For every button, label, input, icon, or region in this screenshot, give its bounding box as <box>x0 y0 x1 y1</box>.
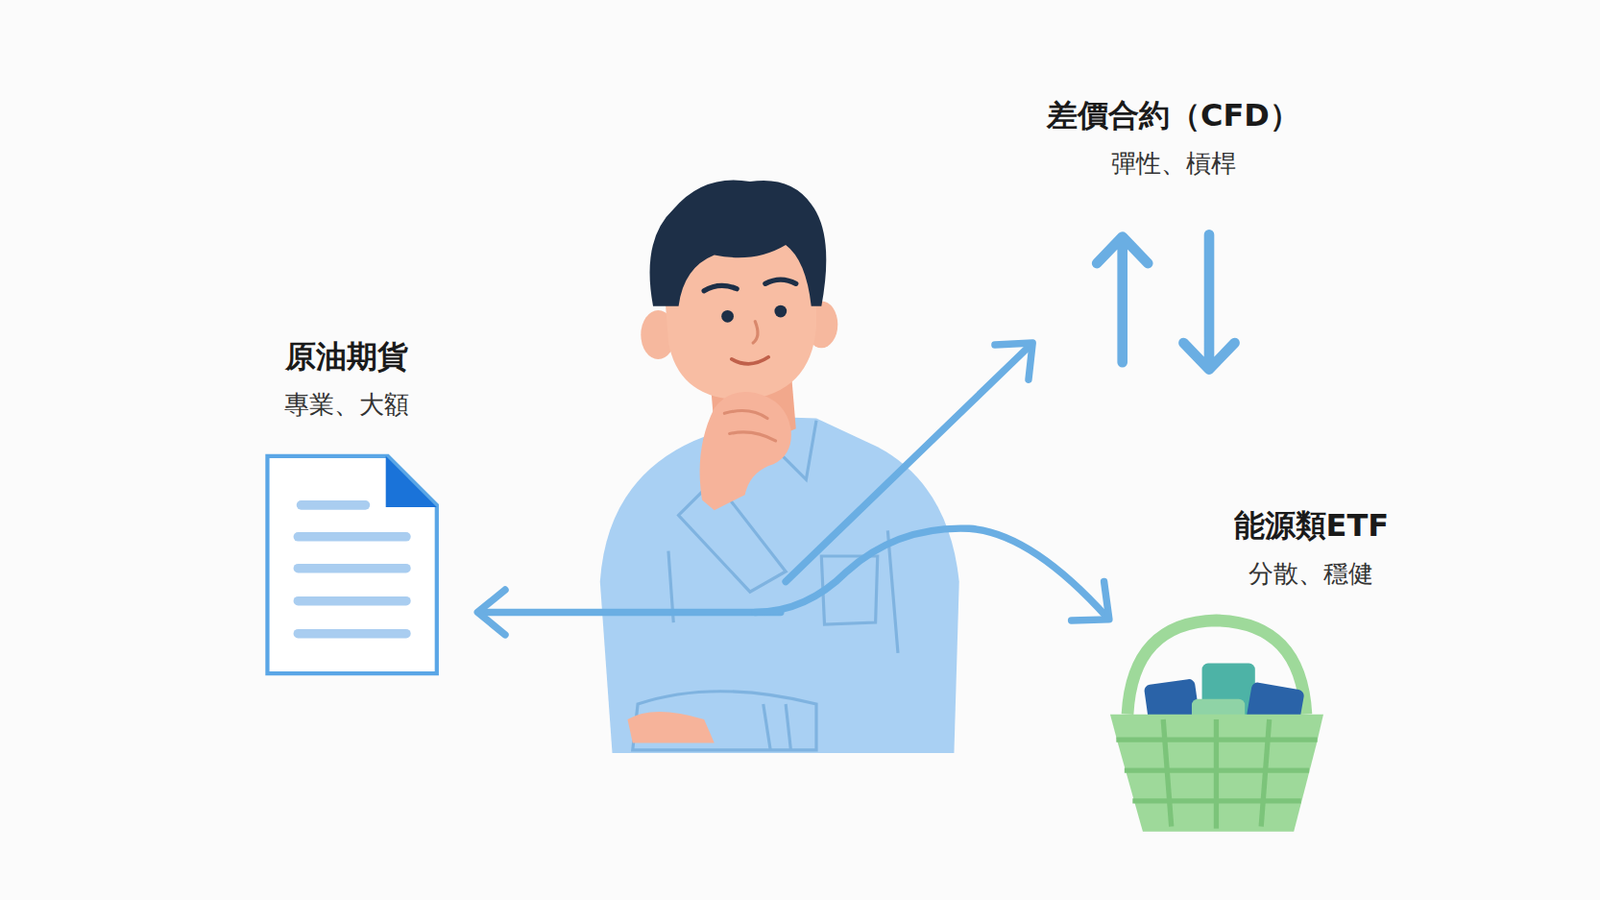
cuff <box>763 703 792 751</box>
eye <box>774 305 787 318</box>
eye <box>721 310 734 323</box>
option-title: 差價合約（CFD） <box>1039 96 1309 135</box>
eyebrows <box>703 279 797 291</box>
shirt-lines <box>668 530 898 653</box>
arrow-curve <box>754 528 1108 618</box>
option-label: 原油期貨專業、大額 <box>276 337 417 422</box>
option-title: 原油期貨 <box>276 337 417 376</box>
option-subtitle: 分散、穩健 <box>1226 557 1398 591</box>
arrowhead <box>1071 581 1110 621</box>
arrow-up-right <box>785 344 1031 582</box>
option-label: 差價合約（CFD） 彈性、槓桿 <box>1039 96 1309 181</box>
arrowhead <box>994 342 1033 380</box>
arrow-left <box>479 608 780 616</box>
arrowhead <box>477 589 506 635</box>
hand <box>700 391 792 510</box>
document-icon <box>266 456 437 674</box>
hand <box>627 711 714 743</box>
up-down-arrows <box>1096 234 1235 369</box>
option-subtitle: 專業、大額 <box>276 388 417 422</box>
option-title: 能源類ETF <box>1226 506 1398 545</box>
option-label: 能源類ETF 分散、穩健 <box>1226 506 1398 591</box>
nose <box>752 321 758 343</box>
hair <box>650 180 827 307</box>
option-subtitle: 彈性、槓桿 <box>1039 147 1309 181</box>
choice-arrows <box>477 342 1110 635</box>
basket-icon <box>1110 620 1324 832</box>
fingers <box>724 411 776 441</box>
mouth <box>731 357 769 364</box>
